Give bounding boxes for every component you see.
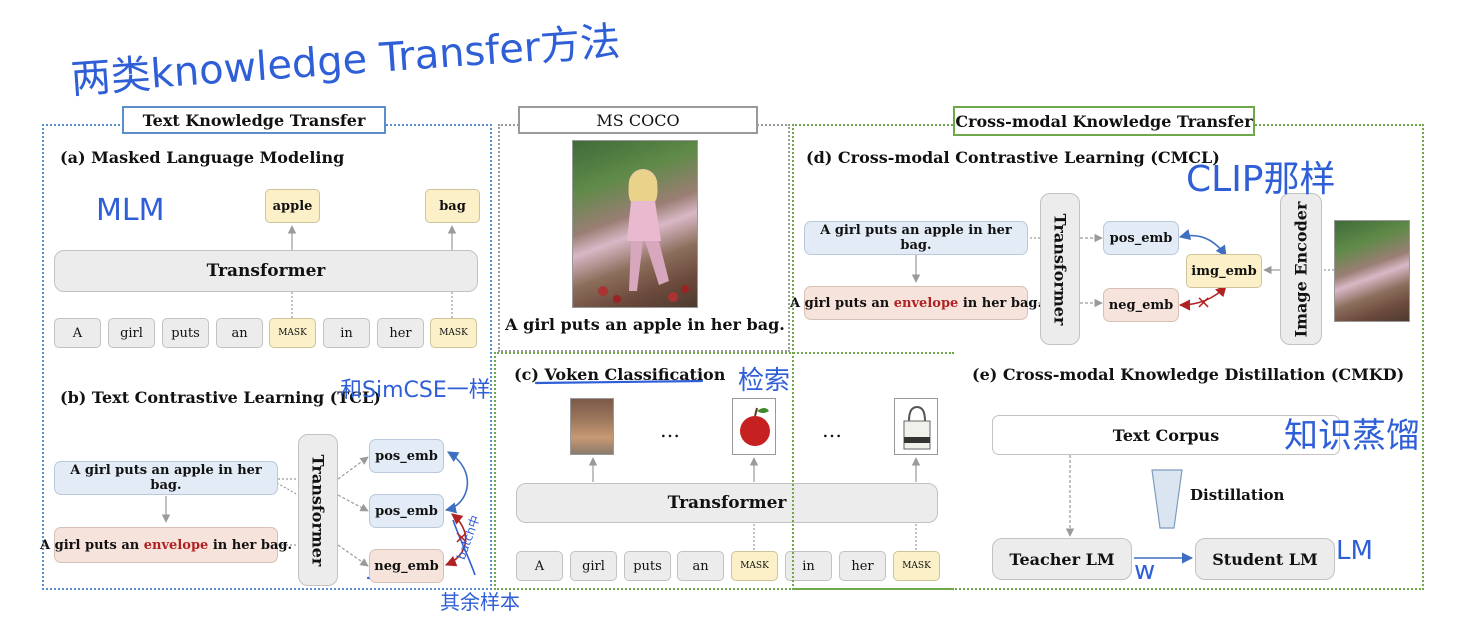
cmcl-sentence-negative: A girl puts an envelope in her bag.: [790, 286, 1042, 320]
handwritten-mlm: MLM: [96, 193, 165, 228]
handwritten-batch-note-2: 其余样本: [440, 590, 520, 614]
handwritten-clip-note: CLIP那样: [1186, 159, 1336, 200]
cmcl-neg-emb: neg_emb: [1103, 288, 1179, 322]
voken-token: puts: [624, 551, 671, 581]
cmcl-neg-before: A girl puts an: [790, 295, 894, 311]
tcl-pos-emb: pos_emb: [369, 494, 444, 528]
voken-token: girl: [570, 551, 617, 581]
voken-transformer: Transformer: [516, 483, 938, 523]
voken-image-bag: [894, 398, 938, 455]
tcl-neg-emb: neg_emb: [369, 549, 444, 583]
bag-icon: [903, 405, 931, 450]
coco-photo: [572, 140, 698, 308]
mlm-heading: (a) Masked Language Modeling: [60, 148, 345, 167]
voken-panel: [494, 352, 954, 590]
cmcl-neg-after: in her bag.: [958, 295, 1042, 311]
cmcl-sentence-positive: A girl puts an apple in her bag.: [804, 221, 1028, 255]
mlm-token: girl: [108, 318, 155, 348]
mlm-transformer: Transformer: [54, 250, 478, 292]
tcl-pos-emb: pos_emb: [369, 439, 444, 473]
cross-modal-title: Cross-modal Knowledge Transfer: [953, 106, 1255, 136]
cmcl-transformer: Transformer: [1040, 193, 1080, 345]
mlm-token-mask: MASK: [430, 318, 477, 348]
mlm-token-mask: MASK: [269, 318, 316, 348]
tcl-cross-mark: ×: [454, 527, 470, 548]
cmcl-pos-emb: pos_emb: [1103, 221, 1179, 255]
voken-token: an: [677, 551, 724, 581]
tcl-transformer-label: Transformer: [308, 454, 328, 566]
mlm-token: an: [216, 318, 263, 348]
cmcl-image-encoder: Image Encoder: [1280, 193, 1322, 345]
mlm-token: in: [323, 318, 370, 348]
cmcl-cross-mark: ×: [1196, 292, 1212, 313]
voken-token: A: [516, 551, 563, 581]
apple-icon: [740, 407, 770, 446]
handwritten-tcl-note: 和SimCSE一样: [340, 378, 491, 403]
tcl-neg-after: in her bag.: [208, 537, 292, 553]
mlm-output-apple: apple: [265, 189, 320, 223]
handwritten-lm: LM: [1336, 536, 1373, 566]
voken-image-child: [570, 398, 614, 455]
tcl-heading: (b) Text Contrastive Learning (TCL): [60, 388, 381, 407]
cmkd-distillation-label: Distillation: [1190, 486, 1285, 504]
cmcl-img-emb: img_emb: [1186, 254, 1262, 288]
tcl-sentence-positive: A girl puts an apple in her bag.: [54, 461, 278, 495]
voken-heading: (c) Voken Classification: [514, 365, 726, 384]
tcl-sentence-negative: A girl puts an envelope in her bag.: [40, 527, 292, 563]
cmkd-heading: (e) Cross-modal Knowledge Distillation (…: [972, 365, 1405, 384]
cmkd-text-corpus: Text Corpus: [992, 415, 1340, 455]
cmkd-student-lm: Student LM: [1195, 538, 1335, 580]
handwritten-retrieve: 检索: [738, 366, 791, 396]
tcl-transformer: Transformer: [298, 434, 338, 586]
text-knowledge-transfer-title: Text Knowledge Transfer: [122, 106, 386, 134]
mlm-token: puts: [162, 318, 209, 348]
voken-token-mask: MASK: [731, 551, 778, 581]
voken-ellipsis: …: [822, 418, 842, 442]
handwritten-w: w: [1134, 556, 1156, 586]
cmcl-heading: (d) Cross-modal Contrastive Learning (CM…: [806, 148, 1220, 167]
tcl-neg-highlight: envelope: [143, 537, 209, 553]
cmcl-encoder-label: Image Encoder: [1291, 201, 1311, 337]
mlm-token: her: [377, 318, 424, 348]
mlm-output-bag: bag: [425, 189, 480, 223]
voken-token-mask: MASK: [893, 551, 940, 581]
cmcl-neg-highlight: envelope: [893, 295, 959, 311]
ms-coco-title: MS COCO: [518, 106, 758, 134]
cmkd-teacher-lm: Teacher LM: [992, 538, 1132, 580]
girl-photo-art: [598, 169, 689, 303]
coco-caption: A girl puts an apple in her bag.: [505, 314, 785, 334]
tcl-neg-before: A girl puts an: [40, 537, 144, 553]
voken-token: her: [839, 551, 886, 581]
mlm-token: A: [54, 318, 101, 348]
voken-image-apple: [732, 398, 776, 455]
voken-ellipsis: …: [660, 418, 680, 442]
cmcl-transformer-label: Transformer: [1050, 213, 1070, 325]
handwritten-distill-note: 知识蒸馏: [1284, 416, 1420, 456]
cmcl-photo: [1334, 220, 1410, 322]
